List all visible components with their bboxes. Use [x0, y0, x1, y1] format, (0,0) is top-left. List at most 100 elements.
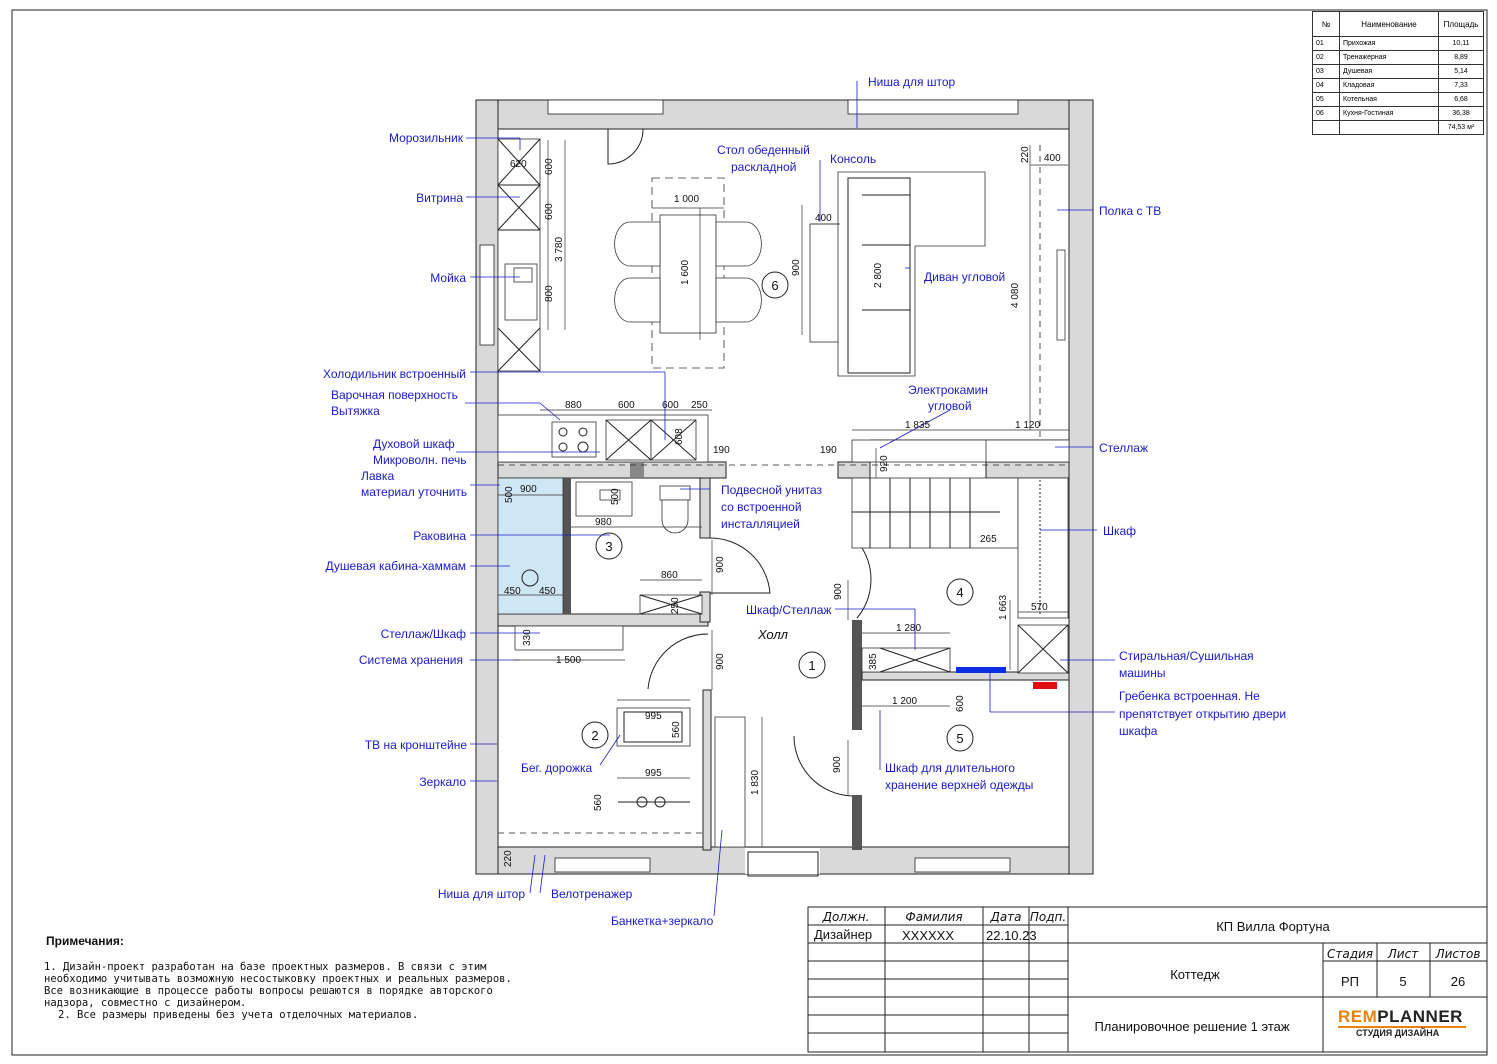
dim-1200: 1 200 [892, 696, 917, 707]
tb-sheets-label: Листов [1435, 947, 1481, 961]
dim-3780: 3 780 [554, 237, 565, 262]
label-wc-1: Подвесной унитаз [721, 483, 823, 497]
label-fridge: Холодильник встроенный [323, 367, 466, 381]
tb-object: Коттедж [1170, 967, 1220, 982]
dim-860: 860 [661, 570, 678, 581]
dimension-texts: 620 600 600 3 780 800 1 000 1 600 900 40… [503, 146, 1061, 867]
logo-rem: REM [1338, 1007, 1378, 1026]
dim-400-b: 400 [1044, 153, 1061, 164]
label-comb-3: шкафа [1119, 724, 1158, 738]
dim-1830: 1 830 [750, 770, 761, 795]
label-kitchen-sink: Мойка [430, 271, 466, 285]
tb-sheet-title: Планировочное решение 1 этаж [1094, 1019, 1289, 1034]
label-wc-3: инсталляцией [721, 517, 800, 531]
label-comb-2: препятствует открытию двери [1119, 707, 1286, 721]
label-display-case: Витрина [416, 191, 463, 205]
dim-1600: 1 600 [680, 260, 691, 285]
tb-project: КП Вилла Фортуна [1216, 919, 1330, 934]
room-markers: 1 2 3 4 5 6 [581, 271, 974, 752]
tb-position: Дизайнер [814, 927, 872, 942]
label-corner-sofa: Диван угловой [924, 270, 1005, 284]
logo-subtitle: СТУДИЯ ДИЗАЙНА [1338, 1026, 1466, 1038]
dim-4080: 4 080 [1010, 283, 1021, 308]
outer-walls [475, 99, 1094, 877]
room-number-6: 6 [771, 278, 778, 293]
dim-900-d: 900 [833, 583, 844, 600]
tb-date: 22.10.23 [986, 928, 1037, 943]
treadmill-shape [616, 707, 691, 747]
dim-560-b: 560 [593, 794, 604, 811]
room-number-1: 1 [808, 658, 815, 673]
label-bench-mirror: Банкетка+зеркало [611, 914, 714, 928]
dim-920: 920 [879, 455, 890, 472]
label-bench: Лавка [361, 469, 394, 483]
dim-995-b: 995 [645, 768, 662, 779]
label-hood: Вытяжка [331, 404, 380, 418]
bathroom [497, 477, 703, 615]
label-fireplace-1: Электрокамин [908, 383, 988, 397]
label-curtain-niche-bottom: Ниша для штор [438, 887, 526, 901]
dim-560-a: 560 [671, 721, 682, 738]
dim-995-a: 995 [645, 711, 662, 722]
label-hall: Холл [757, 627, 789, 642]
dim-250-b: 250 [670, 597, 681, 614]
area-total-row: 74,53 м² [1312, 120, 1484, 135]
dim-385: 385 [868, 653, 879, 670]
dim-1835: 1 835 [905, 420, 930, 431]
tb-col-date: Дата [989, 910, 1021, 924]
dim-900-a: 900 [791, 259, 802, 276]
label-comb-1: Гребенка встроенная. Не [1119, 689, 1260, 703]
tb-col-surname: Фамилия [905, 910, 962, 924]
comb-red-marker [1033, 682, 1057, 689]
note-item-1: 1. Дизайн-проект разработан на базе прое… [44, 961, 512, 1009]
dim-600-a: 600 [544, 158, 555, 175]
dim-980: 980 [595, 517, 612, 528]
label-microwave: Микроволн. печь [373, 453, 467, 467]
dim-1000: 1 000 [674, 194, 699, 205]
staircase [851, 477, 1069, 619]
dim-1663: 1 663 [998, 595, 1009, 620]
tb-surname: ХХХХХХ [902, 928, 954, 943]
area-table-header: № Наименование Площадь [1312, 11, 1484, 37]
dining-table [614, 177, 762, 369]
tb-sheets: 26 [1451, 974, 1465, 989]
notes-title: Примечания: [46, 934, 124, 948]
tb-stage-label: Стадия [1327, 947, 1373, 961]
note-item-2: 2. Все размеры приведены без учета отдел… [58, 1009, 419, 1021]
tb-col-position: Должн. [822, 910, 870, 924]
dim-2800: 2 800 [873, 263, 884, 288]
dim-570: 570 [1031, 602, 1048, 613]
area-total: 74,53 м² [1438, 120, 1484, 135]
label-curtain-niche-top: Ниша для штор [868, 75, 956, 89]
dim-450-b: 450 [539, 586, 556, 597]
dim-600-d: 600 [662, 400, 679, 411]
label-dining-table-2: раскладной [731, 160, 796, 174]
dim-800: 800 [544, 285, 555, 302]
tb-col-sign: Подп. [1030, 910, 1066, 924]
area-col-name: Наименование [1339, 11, 1439, 37]
dim-330: 330 [522, 629, 533, 646]
sheet-frame [11, 9, 1488, 1056]
interior-walls [497, 461, 1070, 851]
label-dining-table-1: Стол обеденный [717, 143, 810, 157]
dim-400-a: 400 [815, 213, 832, 224]
label-bench-note: материал уточнить [361, 485, 467, 499]
label-storage: Система хранения [359, 653, 463, 667]
label-shelving: Стеллаж [1099, 441, 1148, 455]
label-treadmill: Бег. дорожка [521, 761, 593, 775]
label-tv-bracket: ТВ на кронштейне [365, 738, 468, 752]
exercise-bike-shape [618, 796, 690, 808]
label-tv-shelf: Полка с ТВ [1099, 204, 1161, 218]
notes: Примечания: 1. Дизайн-проект разработан … [44, 935, 524, 1021]
dim-500-a: 500 [504, 486, 515, 503]
remplanner-logo: REMPLANNER СТУДИЯ ДИЗАЙНА [1338, 1008, 1466, 1038]
dim-190-b: 190 [820, 445, 837, 456]
